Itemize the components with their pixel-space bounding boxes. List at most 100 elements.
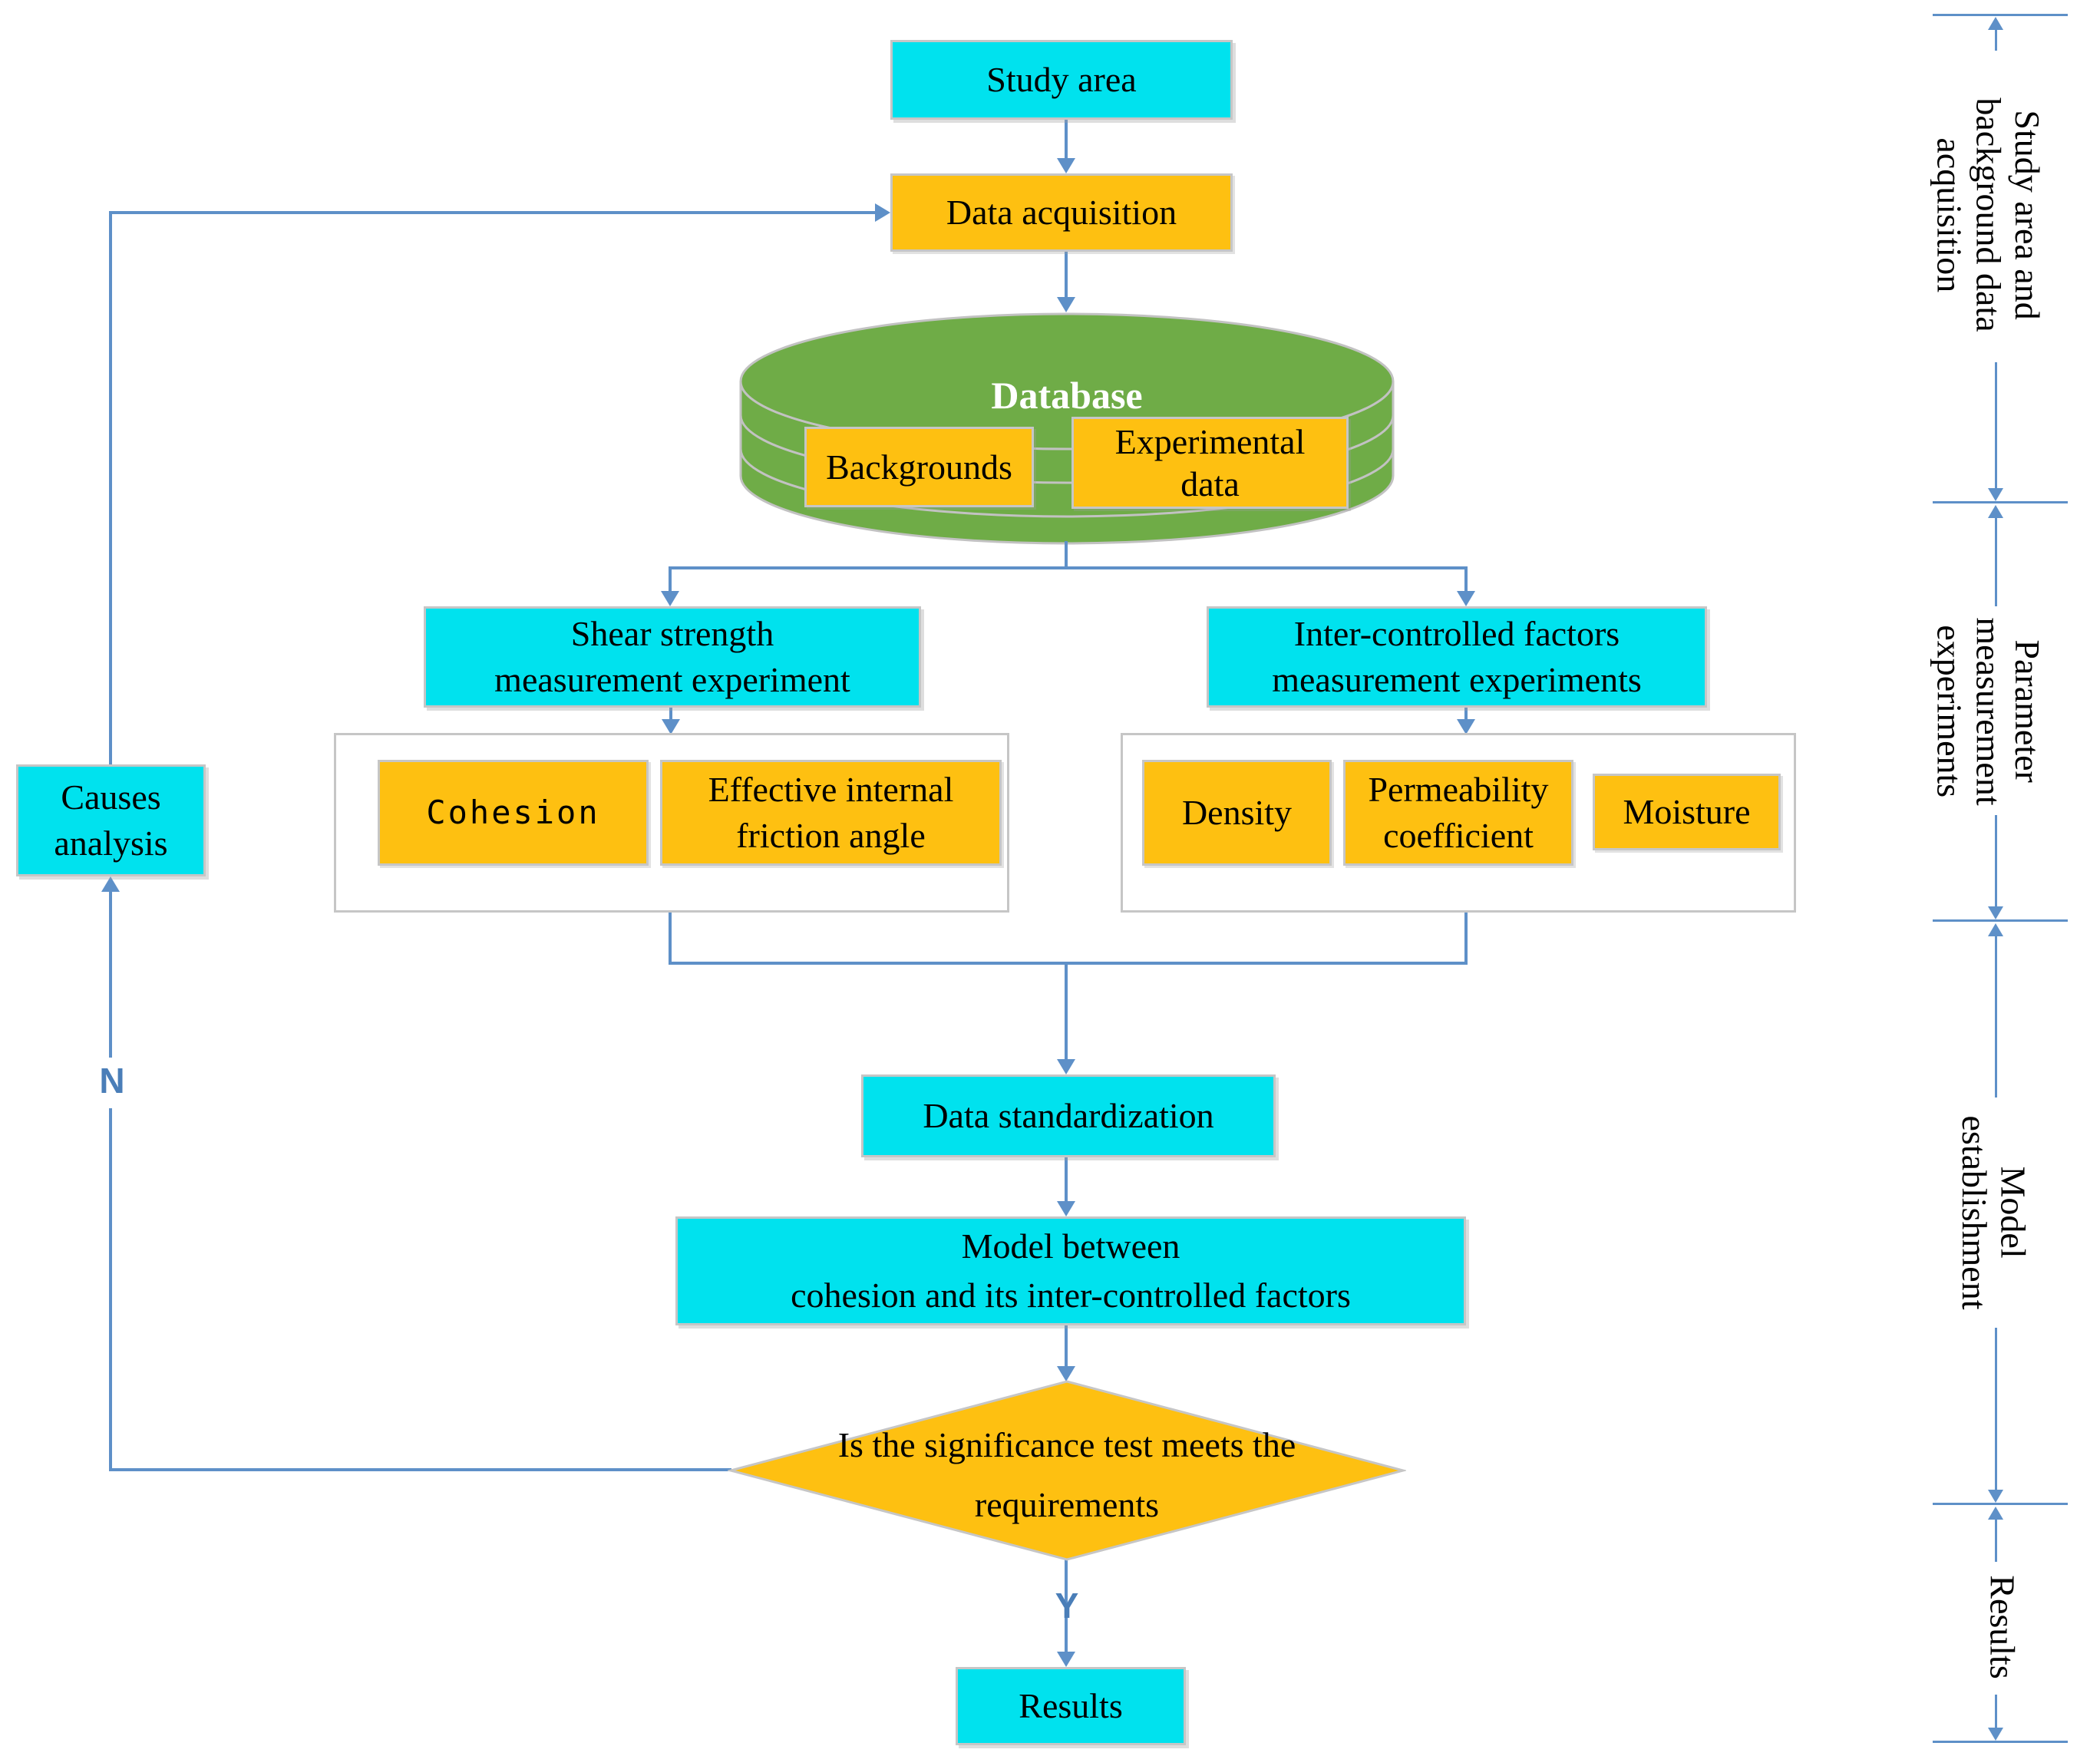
node-permeability: Permeability coefficient bbox=[1343, 760, 1573, 866]
node-density: Density bbox=[1142, 760, 1332, 866]
phase-s2-line3: experiments bbox=[1930, 625, 1970, 798]
inter-line2: measurement experiments bbox=[1272, 660, 1642, 699]
rail-arrow-s3-top bbox=[1988, 923, 2003, 936]
merge-line bbox=[669, 962, 1468, 965]
edge-split-left bbox=[669, 566, 672, 591]
edge-left-up-lower bbox=[109, 1108, 112, 1471]
arrowhead-decision bbox=[1057, 1366, 1075, 1381]
density-label: Density bbox=[1181, 793, 1293, 833]
decision-line2: requirements bbox=[974, 1485, 1160, 1524]
edge-decision-to-results bbox=[1065, 1560, 1068, 1653]
phase-label-acquisition: Study area and background data acquisiti… bbox=[1930, 97, 2047, 332]
edge-causes-to-top bbox=[109, 211, 112, 764]
edge-std-to-model bbox=[1065, 1157, 1068, 1202]
arrowhead-model bbox=[1057, 1201, 1075, 1216]
shear-line2: measurement experiment bbox=[494, 660, 850, 699]
rail-stem-s4-top bbox=[1995, 1519, 1997, 1562]
decision-diamond bbox=[728, 1380, 1406, 1561]
rail-stem-s3-bottom bbox=[1995, 1328, 1997, 1490]
rail-stem-s2-top bbox=[1995, 517, 1997, 606]
node-causes-analysis: Causes analysis bbox=[16, 764, 206, 876]
permeability-line2: coefficient bbox=[1383, 816, 1534, 855]
arrowhead-acq-feedback bbox=[875, 203, 890, 222]
arrowhead-std bbox=[1057, 1059, 1075, 1074]
rail-arrow-s1-top bbox=[1988, 17, 2003, 30]
friction-line2: friction angle bbox=[736, 816, 926, 855]
node-cohesion: Cohesion bbox=[378, 760, 649, 866]
edge-decision-to-left bbox=[109, 1468, 731, 1471]
causes-line2: analysis bbox=[54, 824, 168, 863]
rail-divider-4 bbox=[1933, 1503, 2068, 1505]
phase-s1-line3: acquisition bbox=[1930, 137, 1970, 292]
arrowhead-acq bbox=[1057, 158, 1075, 173]
no-label: N bbox=[99, 1061, 125, 1101]
edge-groupR-down bbox=[1464, 913, 1468, 963]
edge-groupL-down bbox=[669, 913, 672, 963]
arrowhead-shear-group bbox=[662, 719, 680, 734]
database-label: Database bbox=[991, 374, 1143, 417]
data-standardization-label: Data standardization bbox=[923, 1096, 1214, 1136]
phase-label-results: Results bbox=[1983, 1575, 2022, 1678]
node-backgrounds: Backgrounds bbox=[804, 427, 1034, 507]
phase-s4-line1: Results bbox=[1983, 1575, 2022, 1679]
backgrounds-label: Backgrounds bbox=[826, 447, 1012, 487]
phase-s3-line1: Model bbox=[1993, 1166, 2033, 1259]
phase-s2-line1: Parameter bbox=[2007, 639, 2047, 784]
rail-arrow-s4-top bbox=[1988, 1507, 2003, 1520]
rail-stem-s4-bottom bbox=[1995, 1695, 1997, 1728]
experimental-data-line1: Experimental bbox=[1114, 421, 1306, 461]
edge-inter-to-group bbox=[1464, 708, 1468, 721]
node-shear-experiment: Shear strength measurement experiment bbox=[424, 606, 921, 708]
arrowhead-db bbox=[1057, 297, 1075, 312]
rail-arrow-s3-bottom bbox=[1988, 1490, 2003, 1503]
phase-s1-line1: Study area and bbox=[2007, 110, 2047, 320]
inter-line1: Inter-controlled factors bbox=[1293, 614, 1620, 654]
edge-shear-to-group bbox=[669, 708, 672, 721]
edge-acq-to-db bbox=[1065, 252, 1068, 298]
yes-label: Y bbox=[1055, 1586, 1079, 1626]
rail-arrow-s2-top bbox=[1988, 505, 2003, 518]
arrowhead-causes bbox=[101, 876, 120, 892]
moisture-label: Moisture bbox=[1623, 792, 1751, 832]
edge-split-right bbox=[1464, 566, 1468, 591]
experimental-data-line2: data bbox=[1180, 464, 1240, 503]
phase-s3-line2: establishment bbox=[1955, 1115, 1994, 1310]
arrowhead-inter-group bbox=[1457, 719, 1475, 734]
rail-divider-3 bbox=[1933, 919, 2068, 922]
causes-line1: Causes bbox=[61, 777, 161, 817]
data-acquisition-label: Data acquisition bbox=[946, 193, 1177, 233]
node-results: Results bbox=[956, 1667, 1186, 1745]
node-experimental-data: Experimental data bbox=[1071, 417, 1349, 509]
node-study-area: Study area bbox=[890, 40, 1233, 120]
edge-model-to-decision bbox=[1065, 1325, 1068, 1366]
phase-s1-line2: background data bbox=[1969, 97, 2009, 332]
edge-top-to-acq bbox=[109, 211, 875, 214]
model-line1: Model between bbox=[961, 1226, 1180, 1266]
node-data-acquisition: Data acquisition bbox=[890, 173, 1233, 252]
friction-line1: Effective internal bbox=[708, 770, 954, 810]
rail-divider-bottom bbox=[1933, 1741, 2068, 1743]
cohesion-label: Cohesion bbox=[426, 793, 600, 831]
shear-line1: Shear strength bbox=[570, 614, 774, 654]
rail-stem-s2-bottom bbox=[1995, 815, 1997, 907]
arrowhead-inter bbox=[1457, 591, 1475, 606]
rail-arrow-s4-bottom bbox=[1988, 1728, 2003, 1741]
node-moisture: Moisture bbox=[1593, 774, 1781, 850]
decision-label: Is the significance test meets the requi… bbox=[728, 1391, 1406, 1560]
arrowhead-shear bbox=[661, 591, 679, 606]
rail-stem-s3-top bbox=[1995, 936, 1997, 1098]
edge-study-to-acq bbox=[1065, 120, 1068, 160]
node-friction-angle: Effective internal friction angle bbox=[660, 760, 1002, 866]
rail-arrow-s1-bottom bbox=[1988, 488, 2003, 501]
rail-stem-s1-bottom bbox=[1995, 362, 1997, 490]
split-line bbox=[669, 566, 1468, 569]
decision-line1: Is the significance test meets the bbox=[837, 1424, 1296, 1464]
permeability-line1: Permeability bbox=[1368, 770, 1549, 810]
study-area-label: Study area bbox=[986, 60, 1137, 100]
node-inter-experiments: Inter-controlled factors measurement exp… bbox=[1207, 606, 1707, 708]
results-label: Results bbox=[1019, 1686, 1123, 1726]
rail-divider-top bbox=[1933, 14, 2068, 16]
node-model: Model between cohesion and its inter-con… bbox=[675, 1216, 1466, 1325]
edge-left-up-upper bbox=[109, 890, 112, 1058]
